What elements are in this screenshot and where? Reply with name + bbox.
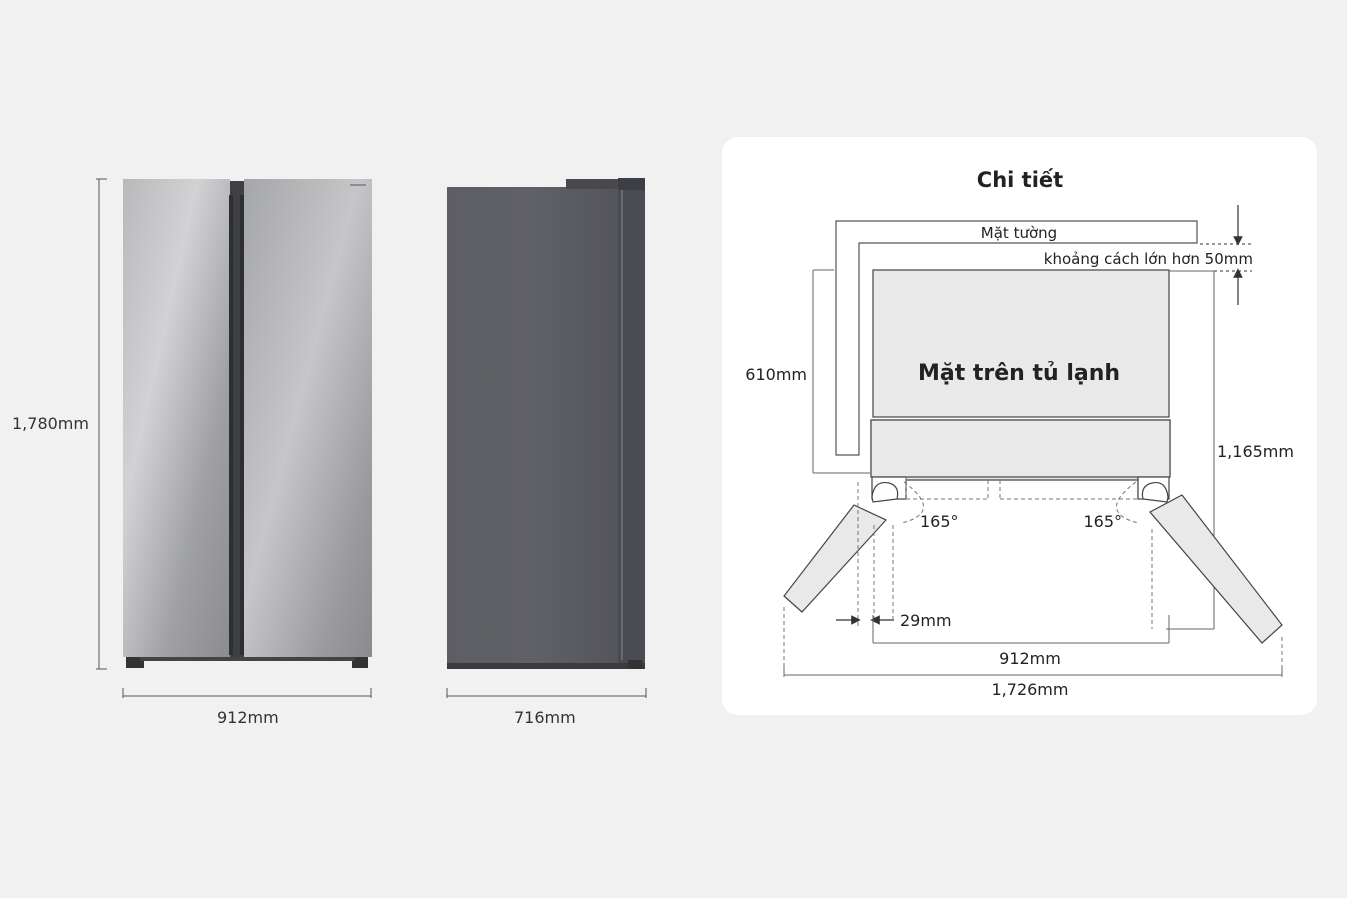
clearance-arrows xyxy=(1200,205,1252,305)
depth-610-dimension xyxy=(812,269,870,474)
body-width-label: 912mm xyxy=(999,649,1061,668)
side-view-fridge xyxy=(447,178,645,669)
fridge-top-label: Mặt trên tủ lạnh xyxy=(918,361,1120,386)
side-body xyxy=(447,187,619,663)
front-view-fridge xyxy=(123,179,372,668)
brand-mark xyxy=(350,184,366,186)
side-foot-front xyxy=(628,660,642,669)
front-height-label: 1,780mm xyxy=(12,414,89,433)
front-height-dimension xyxy=(96,178,107,670)
body-width-dimension xyxy=(872,615,1170,644)
open-depth-label: 1,165mm xyxy=(1217,442,1294,461)
side-depth-dimension xyxy=(446,688,647,698)
detail-title: Chi tiết xyxy=(977,168,1063,192)
top-view-diagram: Chi tiết Mặt tường khoảng cách lớn hơn 5… xyxy=(745,168,1294,699)
front-width-dimension xyxy=(122,688,372,698)
right-handle xyxy=(240,195,244,655)
right-open-door xyxy=(1141,481,1283,644)
clearance-label: khoảng cách lớn hơn 50mm xyxy=(1044,250,1253,268)
door-band-main xyxy=(870,419,1171,478)
side-door-line xyxy=(621,190,623,660)
angle-right-label: 165° xyxy=(1083,512,1122,531)
depth-610-label: 610mm xyxy=(745,365,807,384)
detail-card: Chi tiết Mặt tường khoảng cách lớn hơn 5… xyxy=(722,137,1317,715)
side-depth-label: 716mm xyxy=(514,708,576,727)
swing-guides xyxy=(783,477,1283,677)
left-open-door xyxy=(783,481,899,613)
side-hinge-cap xyxy=(618,178,645,190)
front-plinth xyxy=(140,657,355,661)
front-foot-right xyxy=(352,657,368,668)
open-width-dimension xyxy=(783,667,1283,677)
angle-left-label: 165° xyxy=(920,512,959,531)
front-foot-left xyxy=(126,657,144,668)
front-width-label: 912mm xyxy=(217,708,279,727)
right-door xyxy=(244,179,372,657)
fridge-top xyxy=(872,269,1170,418)
side-hinge-top xyxy=(566,179,620,189)
left-door xyxy=(123,179,230,657)
left-handle xyxy=(229,195,233,655)
wall-label: Mặt tường xyxy=(981,224,1057,242)
gap-29-label: 29mm xyxy=(900,611,952,630)
side-base xyxy=(447,663,645,669)
wall-shape xyxy=(835,220,1198,456)
fridge-views xyxy=(96,178,647,698)
open-width-label: 1,726mm xyxy=(992,680,1069,699)
